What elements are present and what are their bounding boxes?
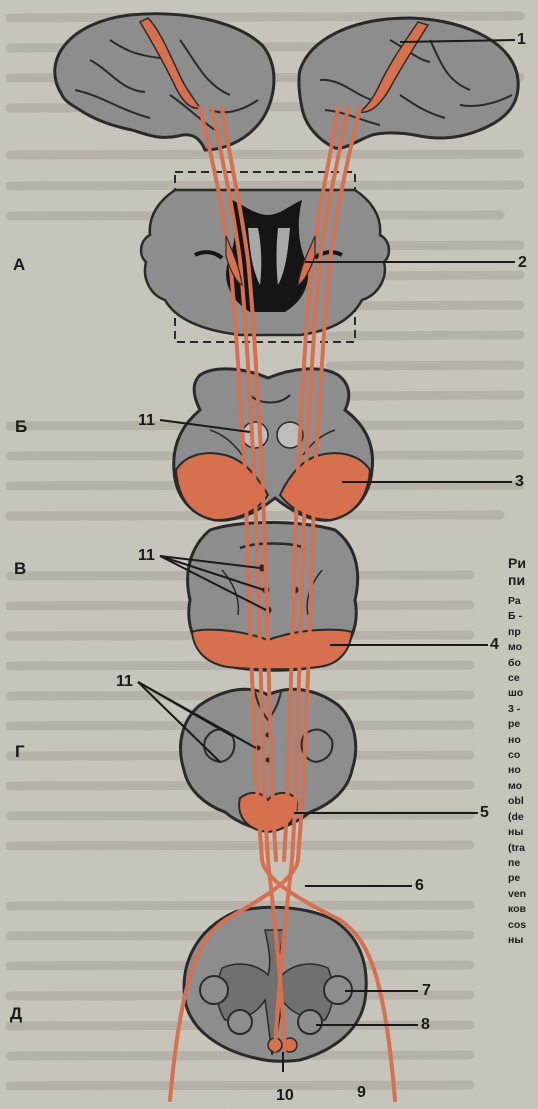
callout-8: 8 — [421, 1017, 430, 1033]
callout-9: 9 — [357, 1085, 366, 1101]
callout-5: 5 — [480, 805, 489, 821]
caption-title-line: пи — [508, 572, 538, 589]
caption-line: бо — [508, 656, 538, 671]
callout-11-v: 11 — [138, 548, 155, 564]
section-b-shape — [174, 369, 373, 520]
caption-line: Б - — [508, 609, 538, 624]
callout-11-g: 11 — [116, 674, 133, 690]
caption-line: 3 - — [508, 702, 538, 717]
callout-6: 6 — [415, 878, 424, 894]
callout-7: 7 — [422, 983, 431, 999]
caption-line: cos — [508, 918, 538, 933]
section-label-d: Д — [10, 1005, 22, 1022]
figure-caption: Ри пи Ра Б - пр мо бо се шо 3 - ре но co… — [508, 555, 538, 948]
section-label-b: Б — [15, 418, 27, 435]
callout-2: 2 — [518, 255, 527, 271]
section-label-v: В — [14, 560, 26, 577]
section-label-a: А — [13, 256, 25, 273]
caption-title-line: Ри — [508, 555, 538, 572]
callout-4: 4 — [490, 637, 499, 653]
caption-line: мо — [508, 640, 538, 655]
caption-line: се — [508, 671, 538, 686]
caption-line: пе — [508, 856, 538, 871]
callout-10: 10 — [276, 1088, 294, 1104]
right-hemisphere — [299, 18, 518, 148]
caption-line: но — [508, 733, 538, 748]
caption-line: ков — [508, 902, 538, 917]
caption-line: мо — [508, 779, 538, 794]
caption-line: шо — [508, 686, 538, 701]
caption-line: co — [508, 748, 538, 763]
section-label-g: Г — [15, 743, 25, 760]
caption-title: Ри пи — [508, 555, 538, 589]
caption-line: ре — [508, 871, 538, 886]
callout-3: 3 — [515, 474, 524, 490]
section-v-shape — [188, 523, 358, 671]
caption-line: ven — [508, 887, 538, 902]
caption-line: ре — [508, 717, 538, 732]
caption-line: ны — [508, 825, 538, 840]
caption-body: Ра Б - пр мо бо се шо 3 - ре но co но мо… — [508, 594, 538, 948]
caption-line: Ра — [508, 594, 538, 609]
callout-11-b: 11 — [138, 413, 155, 429]
caption-line: obl — [508, 794, 538, 809]
callout-1: 1 — [517, 32, 526, 48]
caption-line: но — [508, 763, 538, 778]
caption-line: ны — [508, 933, 538, 948]
caption-line: (de — [508, 810, 538, 825]
caption-line: пр — [508, 625, 538, 640]
caption-line: (tra — [508, 841, 538, 856]
